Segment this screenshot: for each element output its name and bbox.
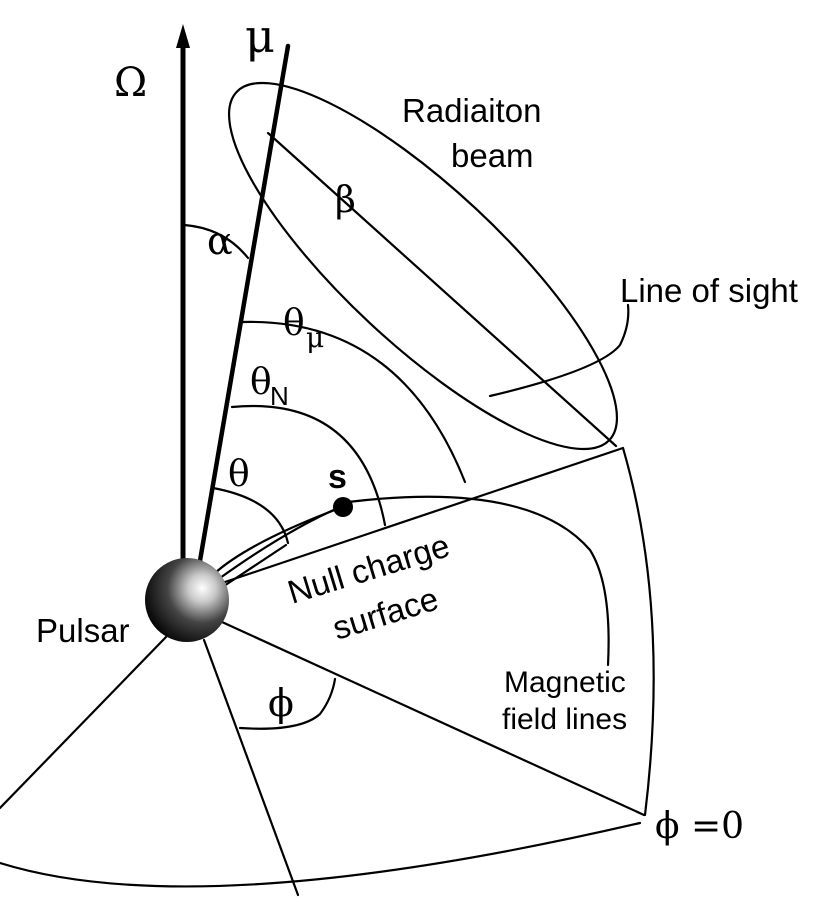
theta-mu-arc [241, 320, 467, 484]
s-point-marker [333, 497, 353, 517]
alpha-label: α [207, 219, 233, 263]
pulsar-label: Pulsar [36, 612, 130, 649]
phi-label: ϕ [268, 681, 294, 725]
line-of-sight-label: Line of sight [620, 272, 798, 309]
magnetic-field-label-line2: field lines [502, 703, 627, 736]
theta-n-arc [230, 404, 387, 527]
theta-n-subscript: N [270, 381, 289, 411]
lower-wedge-middle-edge [202, 638, 300, 897]
line-of-sight-line [488, 303, 630, 398]
magnetic-field-label-line1: Magnetic [504, 666, 626, 699]
mu-label: μ [245, 9, 275, 63]
theta-n-label: θ [250, 362, 272, 403]
theta-mu-label: θ [283, 303, 305, 344]
field-line-short [222, 543, 288, 588]
rotation-axis-arrowhead [176, 24, 190, 48]
magnetic-axis-mu [192, 43, 291, 593]
lower-wedge-bottom-arc [0, 821, 642, 888]
radiation-beam-label-line2: beam [451, 137, 534, 174]
theta-mu-subscript: μ [306, 321, 324, 354]
phi-zero-label: ϕ =0 [655, 806, 744, 847]
phi-angle-arc [238, 677, 337, 730]
beta-label: β [335, 180, 356, 221]
beta-radius-line [266, 131, 618, 448]
pulsar-sphere [145, 558, 229, 642]
radiation-beam-label-line1: Radiaiton [402, 92, 541, 129]
outer-meridian-arc [621, 446, 655, 817]
s-point-label: s [328, 458, 347, 496]
lower-wedge-right-edge [220, 620, 646, 817]
field-line-lower [218, 503, 347, 580]
magnetic-field-line [346, 495, 610, 667]
lower-wedge-left-edge [0, 635, 168, 810]
theta-label: θ [228, 454, 250, 495]
omega-label: Ω [114, 60, 147, 106]
alpha-angle-arc [182, 223, 250, 260]
cone-edge-line [220, 446, 625, 585]
